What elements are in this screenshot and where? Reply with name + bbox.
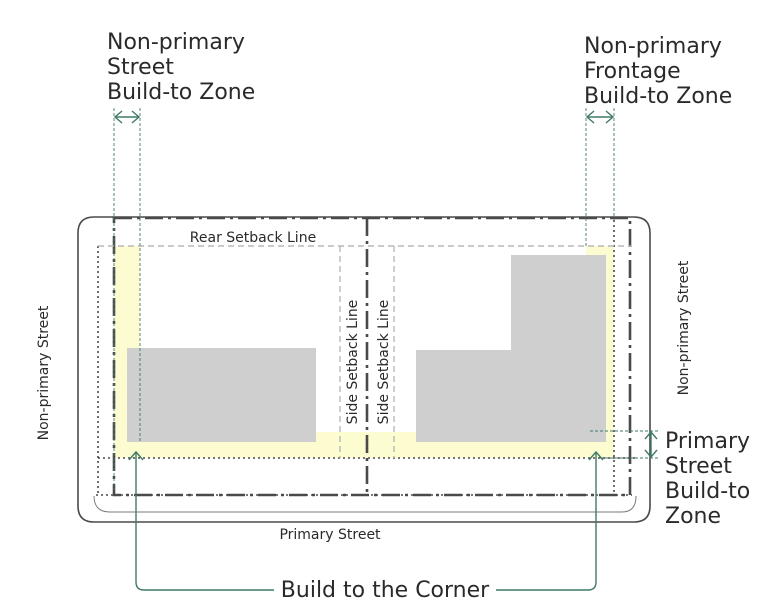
side-setback-label-left: Side Setback Line bbox=[345, 300, 361, 425]
buildings bbox=[127, 255, 606, 442]
street-curb-outline bbox=[77, 216, 651, 523]
nonprimary-street-btz-arrow bbox=[113, 110, 141, 124]
lot-lines bbox=[112, 216, 632, 497]
dimension-arrows bbox=[113, 110, 658, 591]
street-inner-edge bbox=[93, 495, 637, 513]
primary-street-btz-arrow bbox=[644, 430, 658, 459]
primary-street-btz-label: Primary Street Build-to Zone bbox=[665, 429, 757, 529]
primary-street-label: Primary Street bbox=[279, 527, 381, 543]
nonprimary-street-btz-label: Non-primary Street Build-to Zone bbox=[107, 30, 255, 105]
corner-arrow-left bbox=[128, 450, 144, 461]
nonprimary-street-label-right: Non-primary Street bbox=[676, 260, 692, 395]
dimension-leaders bbox=[113, 108, 660, 490]
nonprimary-street-label-left: Non-primary Street bbox=[36, 305, 52, 440]
rear-setback-label: Rear Setback Line bbox=[190, 230, 316, 246]
building-right bbox=[416, 255, 606, 442]
build-to-corner-bracket bbox=[135, 452, 597, 591]
lot-outline bbox=[112, 216, 632, 497]
side-setback-label-right: Side Setback Line bbox=[376, 300, 392, 425]
corner-arrow-right bbox=[588, 450, 604, 461]
setback-lines bbox=[98, 245, 632, 458]
build-to-boundaries bbox=[96, 220, 635, 496]
nonprimary-frontage-btz-label: Non-primary Frontage Build-to Zone bbox=[584, 34, 732, 109]
build-to-corner-label: Build to the Corner bbox=[281, 578, 490, 603]
nonprimary-frontage-btz-arrow bbox=[585, 110, 615, 124]
building-left bbox=[127, 348, 316, 442]
